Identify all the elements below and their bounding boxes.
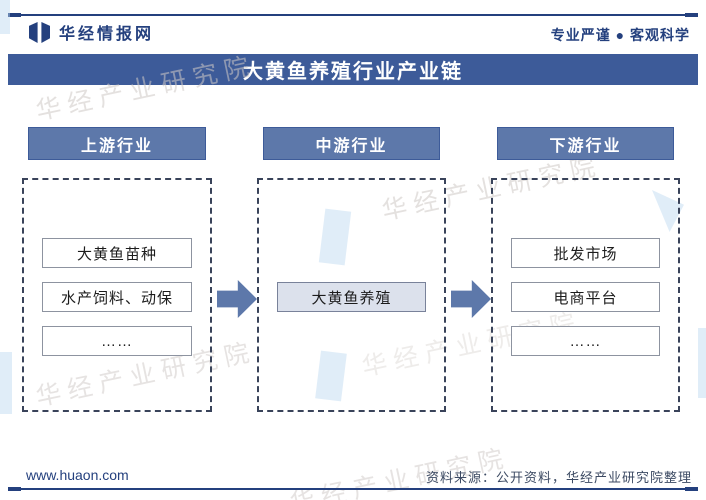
right-arrow-icon	[217, 280, 257, 318]
downstream-item-wholesale: 批发市场	[511, 238, 660, 268]
page-title: 大黄鱼养殖行业产业链	[243, 61, 463, 83]
midstream-dashed-box: 大黄鱼养殖	[257, 178, 446, 412]
downstream-header: 下游行业	[497, 127, 674, 160]
midstream-header: 中游行业	[263, 127, 440, 160]
huajing-logo-icon	[29, 21, 50, 43]
data-source: 资料来源：公开资料，华经产业研究院整理	[425, 470, 692, 485]
upstream-item-seedlings: 大黄鱼苗种	[42, 238, 192, 268]
downstream-item-ecommerce: 电商平台	[511, 282, 660, 312]
header-tagline: 专业严谨 ● 客观科学	[550, 27, 690, 43]
bottom-divider	[8, 487, 698, 491]
upstream-header: 上游行业	[28, 127, 206, 160]
watermark-shape	[0, 0, 10, 34]
upstream-dashed-box: 大黄鱼苗种 水产饲料、动保 ……	[22, 178, 212, 412]
upstream-column: 上游行业 大黄鱼苗种 水产饲料、动保 ……	[22, 127, 212, 412]
watermark-shape	[698, 328, 706, 398]
downstream-column: 下游行业 批发市场 电商平台 ……	[491, 127, 680, 412]
brand-name: 华经情报网	[59, 26, 155, 43]
midstream-item-farming: 大黄鱼养殖	[277, 282, 426, 312]
website-url: www.huaon.com	[26, 467, 129, 483]
right-arrow-icon	[451, 280, 491, 318]
downstream-item-ellipsis: ……	[511, 326, 660, 356]
midstream-column: 中游行业 大黄鱼养殖	[257, 127, 446, 412]
upstream-item-ellipsis: ……	[42, 326, 192, 356]
watermark-shape	[0, 352, 12, 414]
upstream-item-feed: 水产饲料、动保	[42, 282, 192, 312]
brand: 华经情报网	[28, 20, 154, 44]
top-divider	[8, 13, 698, 17]
chart-title-bar: 大黄鱼养殖行业产业链	[8, 54, 698, 85]
downstream-dashed-box: 批发市场 电商平台 ……	[491, 178, 680, 412]
